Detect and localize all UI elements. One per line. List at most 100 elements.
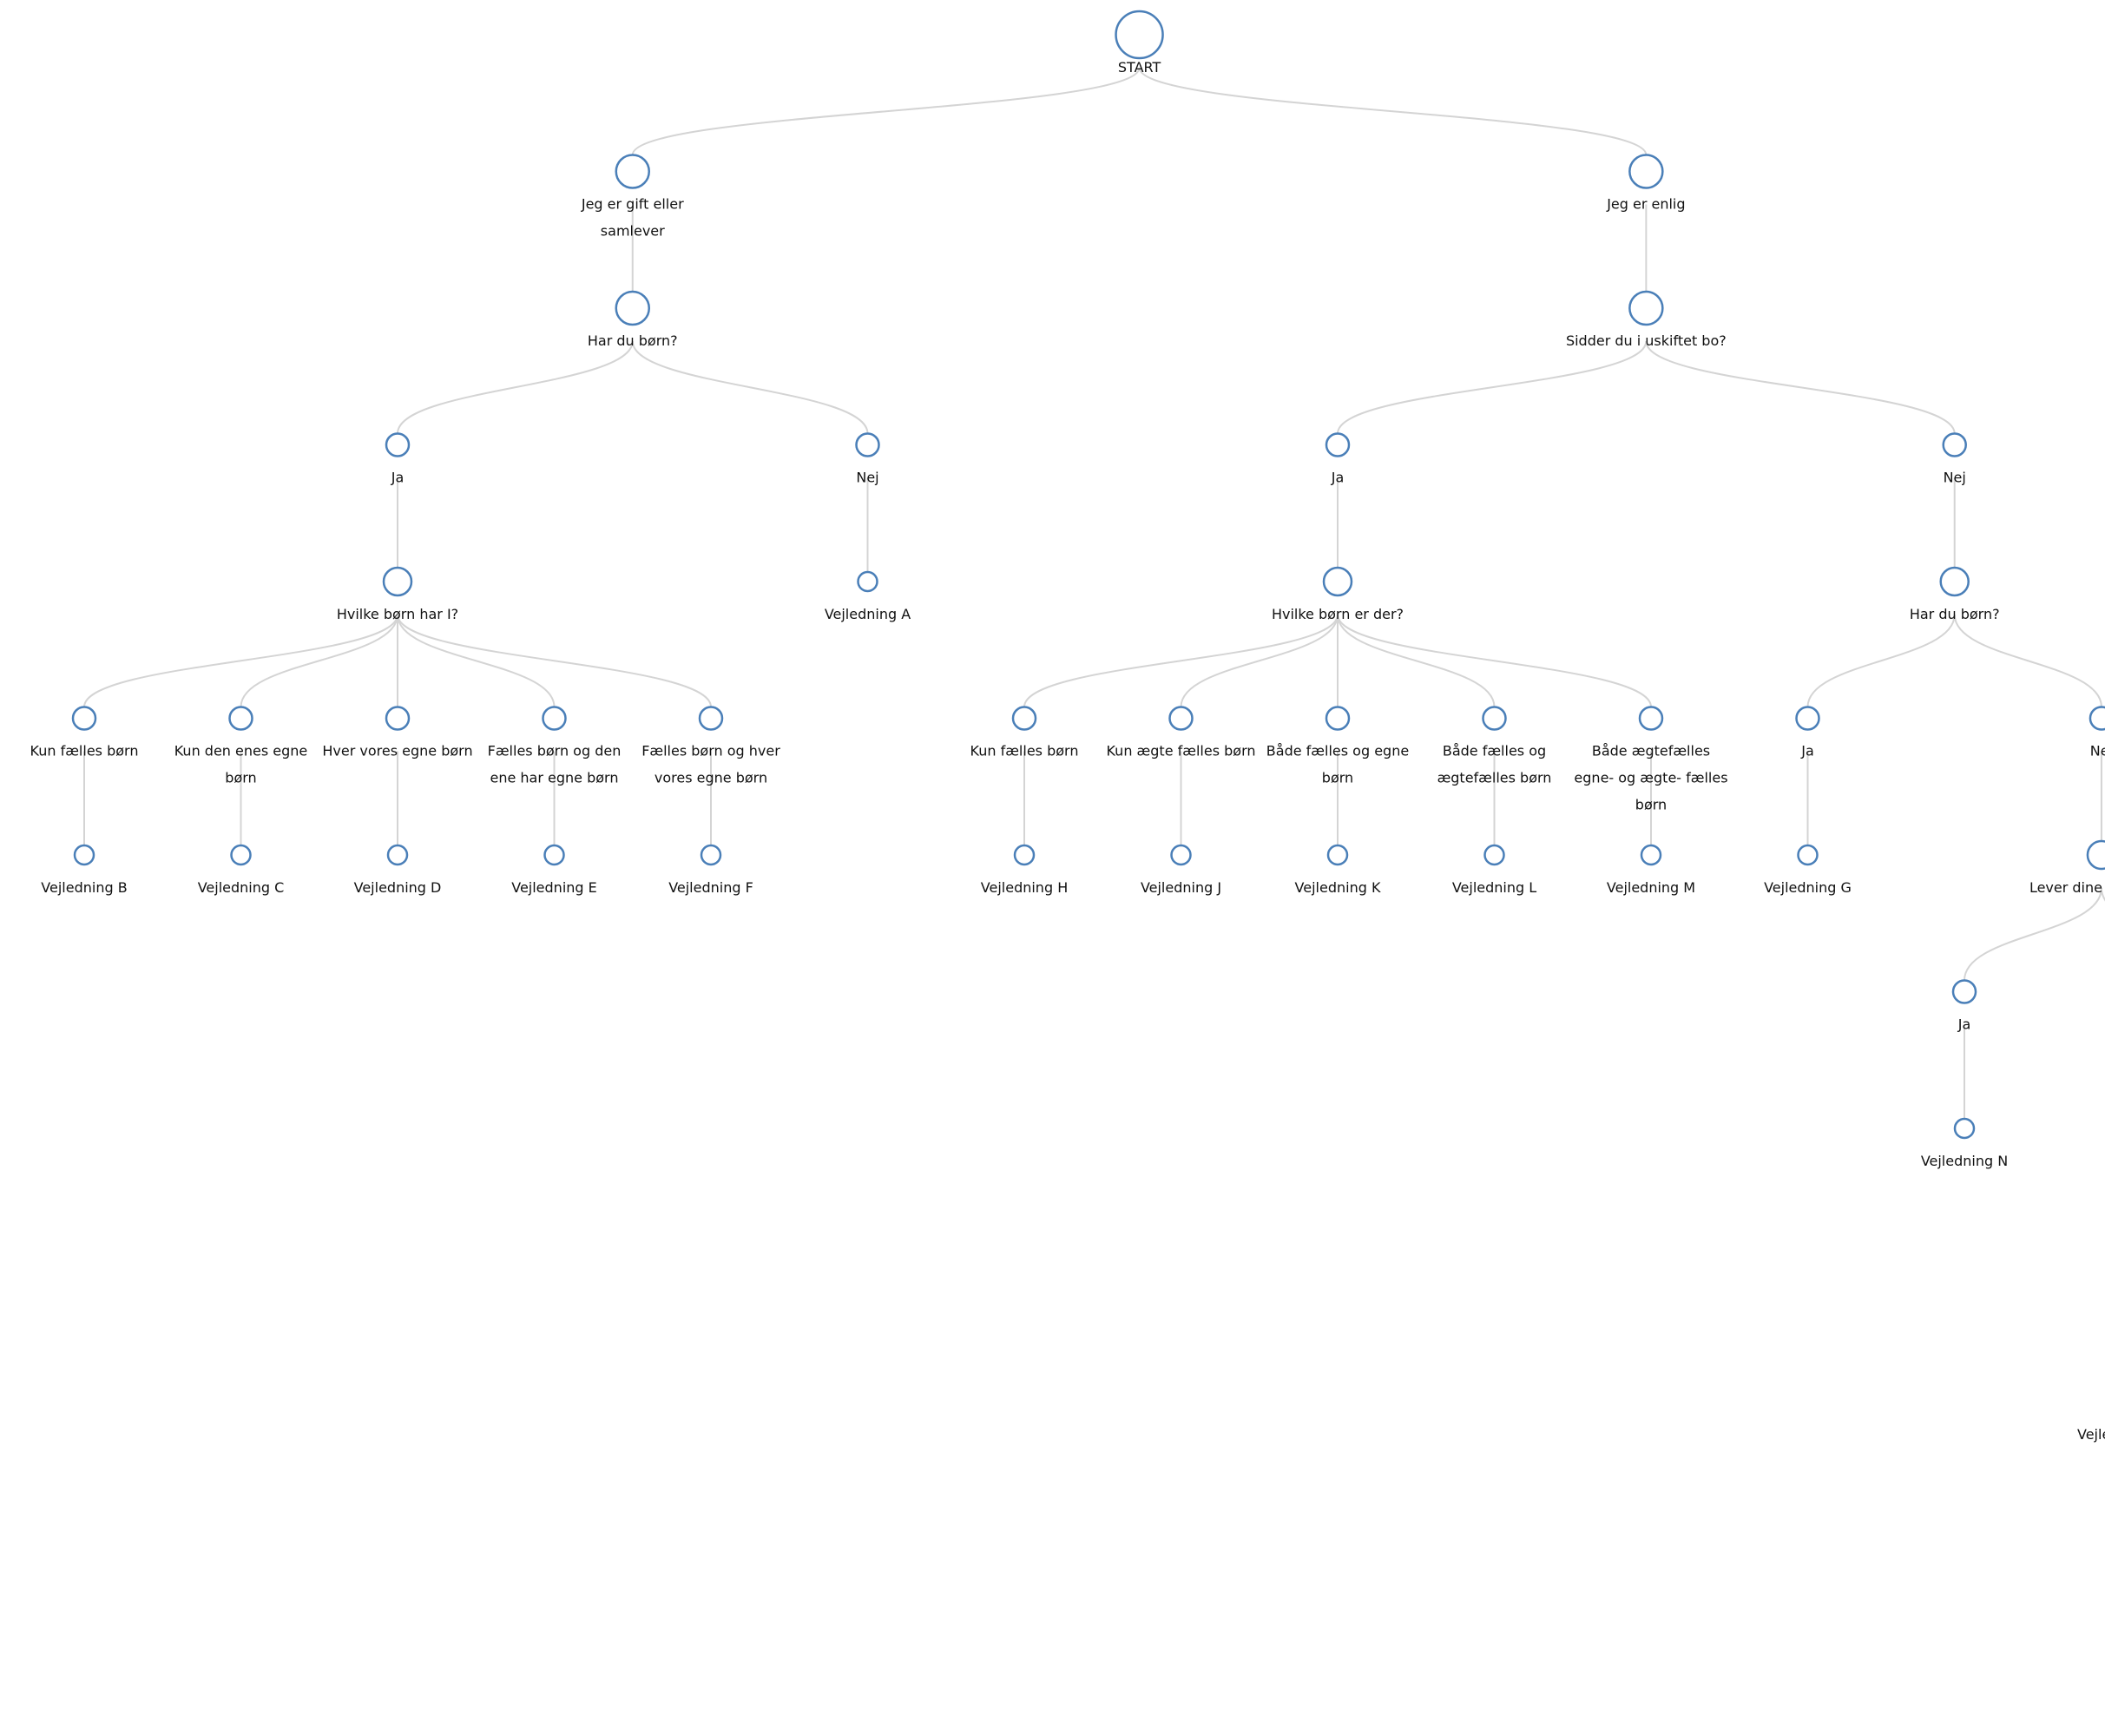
tree-node-vejledning-a[interactable]: Vejledning A <box>825 570 911 622</box>
tree-node-start[interactable]: START <box>1115 10 1164 76</box>
node-circle-icon[interactable] <box>1170 844 1192 866</box>
tree-node-hvilke-børn-har-i[interactable]: Hvilke børn har I? <box>337 566 458 622</box>
node-circle-icon[interactable] <box>385 706 411 731</box>
node-label: Vejledning D <box>354 879 442 896</box>
tree-node-vejledning-f[interactable]: Vejledning F <box>668 844 753 896</box>
node-circle-icon[interactable] <box>382 566 413 597</box>
node-circle-icon[interactable] <box>1011 706 1037 731</box>
node-label: START <box>1118 59 1161 76</box>
node-circle-icon[interactable] <box>1322 566 1353 597</box>
node-circle-icon[interactable] <box>1640 844 1662 866</box>
node-circle-icon[interactable] <box>73 844 95 866</box>
tree-node-ja[interactable]: Ja <box>385 432 411 486</box>
node-circle-icon[interactable] <box>1168 706 1194 731</box>
tree-link <box>83 614 398 707</box>
tree-node-vejledning-m[interactable]: Vejledning M <box>1607 844 1695 896</box>
tree-node-vejledning-d[interactable]: Vejledning D <box>354 844 442 896</box>
tree-node-jeg-er-enlig[interactable]: Jeg er enlig <box>1606 154 1686 213</box>
tree-node-kun-ægte-fælles-børn[interactable]: Kun ægte fælles børn <box>1106 706 1256 760</box>
tree-node-vejledning-o[interactable]: Vejledning O <box>2077 1392 2105 1443</box>
tree-link <box>1964 887 2102 981</box>
tree-node-sidder-du-i-uskiftet-bo[interactable]: Sidder du i uskiftet bo? <box>1566 290 1727 349</box>
tree-node-vejledning-l[interactable]: Vejledning L <box>1452 844 1536 896</box>
tree-node-kun-fælles-børn[interactable]: Kun fælles børn <box>970 706 1079 760</box>
tree-node-ja[interactable]: Ja <box>1325 432 1351 486</box>
node-circle-icon[interactable] <box>1325 432 1351 457</box>
node-label: Nej <box>1944 470 1966 486</box>
tree-node-vejledning-j[interactable]: Vejledning J <box>1141 844 1221 896</box>
tree-node-vejledning-h[interactable]: Vejledning H <box>981 844 1068 896</box>
node-circle-icon[interactable] <box>1326 844 1349 866</box>
node-circle-icon[interactable] <box>1951 979 1977 1004</box>
node-circle-icon[interactable] <box>1483 844 1505 866</box>
node-circle-icon[interactable] <box>228 706 253 731</box>
tree-node-vejledning-e[interactable]: Vejledning E <box>511 844 597 896</box>
node-circle-icon[interactable] <box>1628 290 1664 326</box>
node-circle-icon[interactable] <box>1325 706 1351 731</box>
node-label: Vejledning L <box>1452 879 1536 896</box>
tree-node-vejledning-g[interactable]: Vejledning G <box>1764 844 1852 896</box>
node-circle-icon[interactable] <box>2089 706 2105 731</box>
node-label: Vejledning A <box>825 606 911 622</box>
node-circle-icon[interactable] <box>700 844 722 866</box>
node-circle-icon[interactable] <box>1797 844 1819 866</box>
node-label: Hver vores egne børn <box>322 743 472 760</box>
node-circle-icon[interactable] <box>1115 10 1164 60</box>
node-label: Vejledning J <box>1141 879 1221 896</box>
tree-link <box>397 614 556 707</box>
node-label: Vejledning E <box>511 879 597 896</box>
node-circle-icon[interactable] <box>386 844 409 866</box>
node-circle-icon[interactable] <box>857 570 878 593</box>
node-circle-icon[interactable] <box>1795 706 1820 731</box>
node-label: Kun ægte fælles børn <box>1106 743 1255 760</box>
tree-node-vejledning-n[interactable]: Vejledning N <box>1921 1117 2008 1169</box>
tree-link <box>397 340 634 434</box>
node-circle-icon[interactable] <box>1013 844 1036 866</box>
node-circle-icon[interactable] <box>230 844 252 866</box>
node-circle-icon[interactable] <box>385 432 411 457</box>
node-label: Ja <box>391 470 405 486</box>
tree-links <box>82 67 2105 1119</box>
tree-node-kun-fælles-børn[interactable]: Kun fælles børn <box>30 706 139 760</box>
node-circle-icon[interactable] <box>1638 706 1664 731</box>
node-circle-icon[interactable] <box>542 706 567 731</box>
node-circle-icon[interactable] <box>71 706 97 731</box>
tree-node-vejledning-b[interactable]: Vejledning B <box>41 844 128 896</box>
node-circle-icon[interactable] <box>615 290 650 326</box>
tree-node-nej[interactable]: Nej <box>855 432 880 486</box>
tree-node-ja[interactable]: Ja <box>1795 706 1820 760</box>
node-circle-icon[interactable] <box>615 154 650 189</box>
node-circle-icon[interactable] <box>2086 839 2105 871</box>
tree-node-har-du-børn[interactable]: Har du børn? <box>1910 566 2000 622</box>
tree-node-lever-dine-forældre[interactable]: Lever dine forældre? <box>2029 839 2105 896</box>
node-circle-icon[interactable] <box>698 706 724 731</box>
tree-node-hver-vores-egne-børn[interactable]: Hver vores egne børn <box>322 706 473 760</box>
node-circle-icon[interactable] <box>543 844 565 866</box>
tree-node-har-du-børn[interactable]: Har du børn? <box>588 290 678 349</box>
node-circle-icon[interactable] <box>1628 154 1664 189</box>
tree-link <box>1337 340 1648 434</box>
tree-node-nej[interactable]: Nej <box>1942 432 1967 486</box>
tree-node-vejledning-k[interactable]: Vejledning K <box>1295 844 1381 896</box>
tree-node-vejledning-c[interactable]: Vejledning C <box>198 844 285 896</box>
node-circle-icon[interactable] <box>1939 566 1970 597</box>
tree-node-nej[interactable]: Nej <box>2089 706 2105 760</box>
node-circle-icon[interactable] <box>1482 706 1507 731</box>
tree-node-ja[interactable]: Ja <box>1951 979 1977 1033</box>
tree-node-hvilke-børn-er-der[interactable]: Hvilke børn er der? <box>1272 566 1404 622</box>
node-label: Vejledning G <box>1764 879 1852 896</box>
node-circle-icon[interactable] <box>1953 1117 1976 1140</box>
node-circle-icon[interactable] <box>1942 432 1967 457</box>
node-circle-icon[interactable] <box>855 432 880 457</box>
